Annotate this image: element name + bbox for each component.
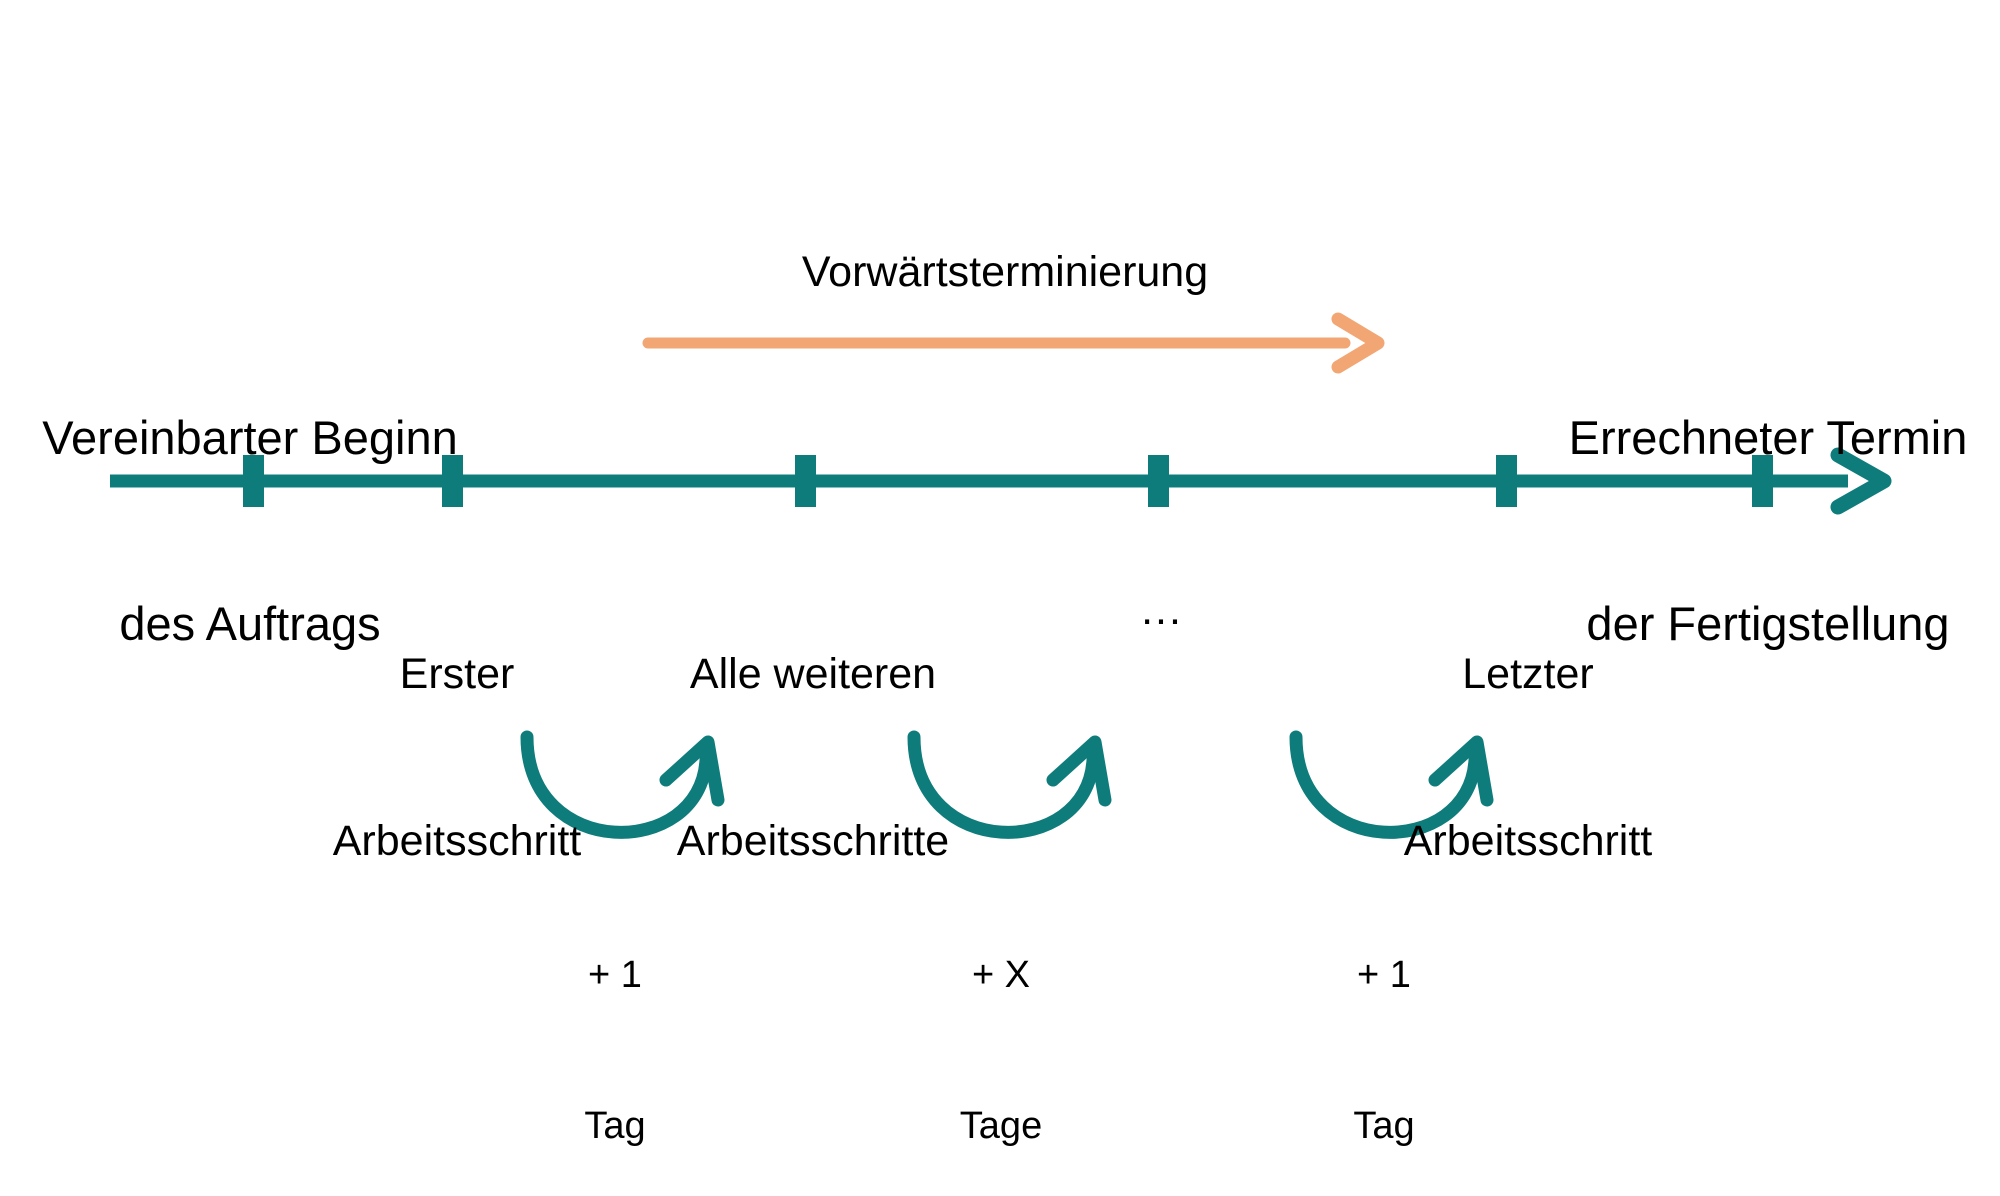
duration-label-1: + 1 Tag <box>584 850 645 1196</box>
timeline-axis <box>110 447 1892 515</box>
step-label-last-line2: Arbeitsschritt <box>1403 817 1653 866</box>
duration-label-2-unit: Tage <box>959 1104 1043 1147</box>
start-endpoint-label-line2: des Auftrags <box>119 597 381 651</box>
duration-label-2-amount: + X <box>971 954 1031 997</box>
timeline-tick <box>1752 455 1773 507</box>
timeline-tick <box>243 455 264 507</box>
forward-scheduling-arrow <box>642 312 1385 374</box>
duration-curve-arrow-2 <box>907 730 1112 839</box>
timeline-tick <box>442 455 463 507</box>
timeline-tick <box>795 455 816 507</box>
steps-ellipsis: ... <box>1141 586 1183 634</box>
phase-label: Vorwärtsterminierung <box>801 248 1209 296</box>
end-endpoint-label-line1: Errechneter Termin <box>1568 411 1968 465</box>
start-endpoint-label-line1: Vereinbarter Beginn <box>42 411 458 465</box>
start-endpoint-label: Vereinbarter Beginn des Auftrags <box>42 283 457 779</box>
step-label-first: Erster Arbeitsschritt <box>333 535 582 982</box>
duration-label-3: + 1 Tag <box>1353 850 1414 1196</box>
timeline-tick <box>1148 455 1169 507</box>
step-label-intermediate-line1: Alle weiteren <box>689 649 937 698</box>
step-label-intermediate-line2: Arbeitsschritte <box>676 817 950 866</box>
end-endpoint-label: Errechneter Termin der Fertigstellung <box>1569 283 1968 779</box>
duration-curve-arrow-1 <box>520 730 725 839</box>
duration-label-3-amount: + 1 <box>1357 954 1411 997</box>
step-label-intermediate: Alle weiteren Arbeitsschritte <box>677 535 949 982</box>
duration-label-1-unit: Tag <box>584 1104 646 1147</box>
duration-label-3-unit: Tag <box>1353 1104 1415 1147</box>
duration-curve-arrow-3 <box>1289 730 1494 839</box>
timeline-tick <box>1496 455 1517 507</box>
duration-label-2: + X Tage <box>960 850 1042 1196</box>
duration-label-1-amount: + 1 <box>588 954 642 997</box>
step-label-last: Letzter Arbeitsschritt <box>1404 535 1653 982</box>
end-endpoint-label-line2: der Fertigstellung <box>1586 597 1950 651</box>
step-label-first-line2: Arbeitsschritt <box>332 817 582 866</box>
step-label-first-line1: Erster <box>399 649 515 698</box>
step-label-last-line1: Letzter <box>1462 649 1594 698</box>
